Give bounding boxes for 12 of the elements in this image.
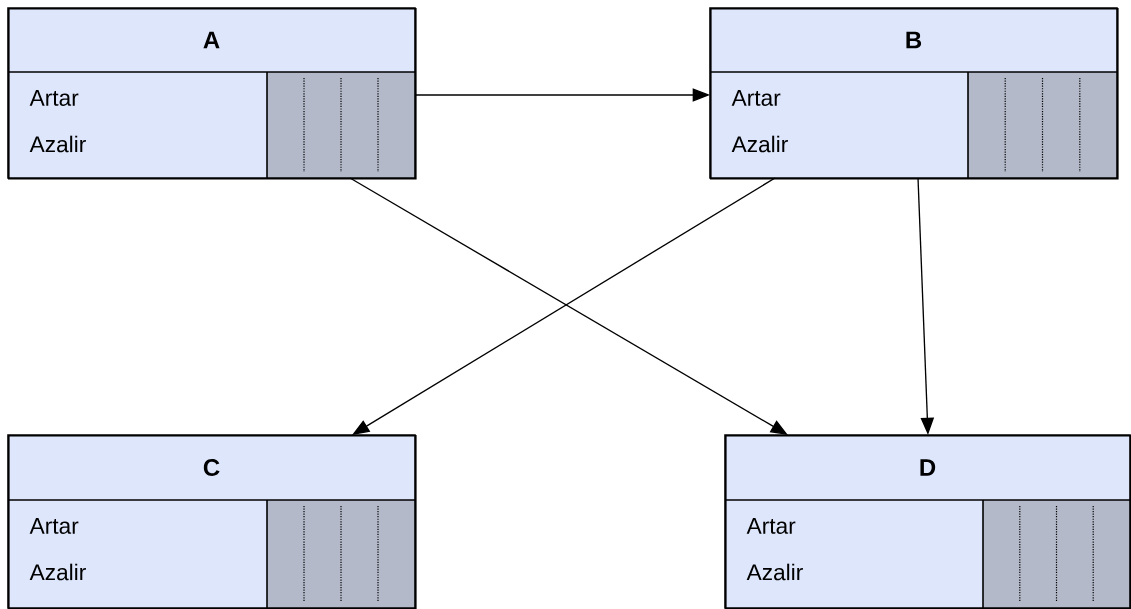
box-title: C <box>203 459 220 476</box>
item-text: Artar <box>731 90 781 106</box>
box-title: B <box>906 31 922 49</box>
item-text: Artar <box>29 90 79 106</box>
item-text: Azalir <box>29 563 86 581</box>
box-title: A <box>203 31 220 49</box>
item-text: Azalir <box>29 135 86 153</box>
item-text: Azalir <box>746 563 803 581</box>
item-text: Azalir <box>731 135 788 153</box>
box-title: D <box>920 459 936 476</box>
item-text: Artar <box>29 518 79 534</box>
item-text: Artar <box>746 518 796 534</box>
